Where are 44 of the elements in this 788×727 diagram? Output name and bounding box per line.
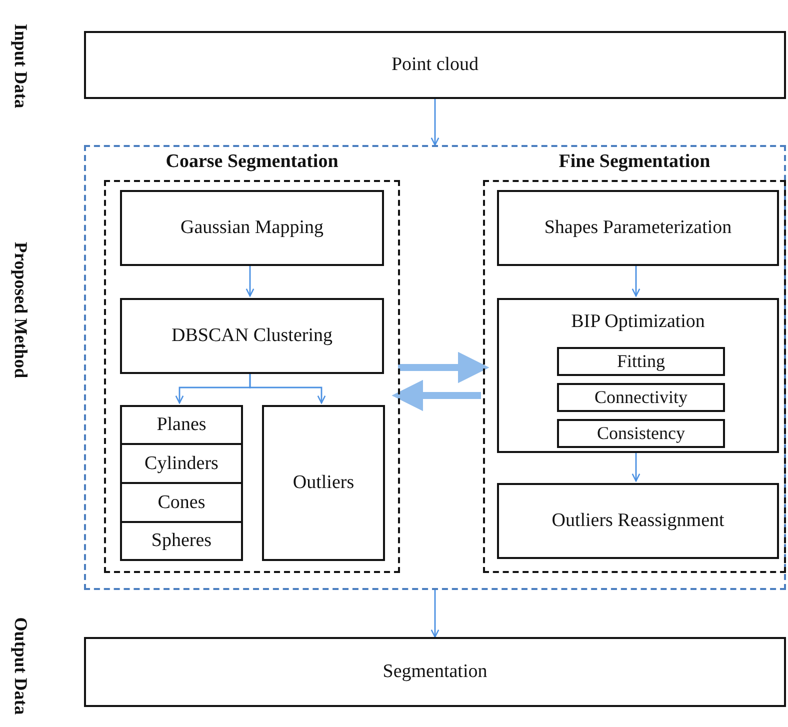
- box-label: Cones: [158, 490, 206, 514]
- criterion-box: [557, 419, 725, 448]
- stage-label: Proposed Method: [10, 242, 32, 378]
- process-box: [262, 405, 385, 561]
- box-label: Cylinders: [144, 452, 218, 476]
- process-box: [84, 637, 786, 707]
- process-box: [120, 405, 243, 445]
- arrow: [632, 264, 640, 297]
- box-label: Outliers: [292, 471, 354, 495]
- criterion-box: [557, 347, 725, 376]
- arrow: [632, 451, 640, 482]
- process-box: [120, 482, 243, 523]
- dashed-group-box: [84, 145, 786, 590]
- arrow: [430, 590, 440, 638]
- box-label: Segmentation: [382, 660, 488, 684]
- arrow: [249, 372, 326, 404]
- box-label: DBSCAN Clustering: [172, 324, 332, 348]
- process-box: [497, 190, 779, 266]
- process-box: [120, 443, 243, 484]
- process-box: [497, 298, 779, 453]
- arrow: [430, 99, 440, 146]
- arrow: [392, 380, 481, 412]
- box-label: Planes: [156, 413, 206, 437]
- box-label: Shapes Parameterization: [544, 216, 732, 240]
- process-box: [120, 298, 384, 374]
- group-heading: Fine Segmentation: [558, 150, 710, 174]
- box-label: Spheres: [151, 529, 212, 553]
- stage-label: Input Data: [10, 24, 32, 108]
- stage-label: Output Data: [10, 617, 32, 715]
- box-label: Outliers Reassignment: [552, 509, 724, 533]
- process-box: [120, 521, 243, 561]
- box-label: Fitting: [616, 350, 665, 373]
- arrow: [398, 352, 490, 384]
- box-label: Connectivity: [594, 386, 688, 409]
- group-heading: Coarse Segmentation: [166, 150, 338, 174]
- box-label: Consistency: [597, 422, 685, 445]
- process-box: [497, 483, 779, 559]
- process-box: [84, 31, 786, 99]
- process-box: [120, 190, 384, 266]
- box-label: Point cloud: [391, 53, 479, 77]
- box-label: Gaussian Mapping: [180, 216, 324, 240]
- criterion-box: [557, 383, 725, 412]
- arrow: [246, 264, 254, 297]
- box-label: BIP Optimization: [571, 310, 705, 334]
